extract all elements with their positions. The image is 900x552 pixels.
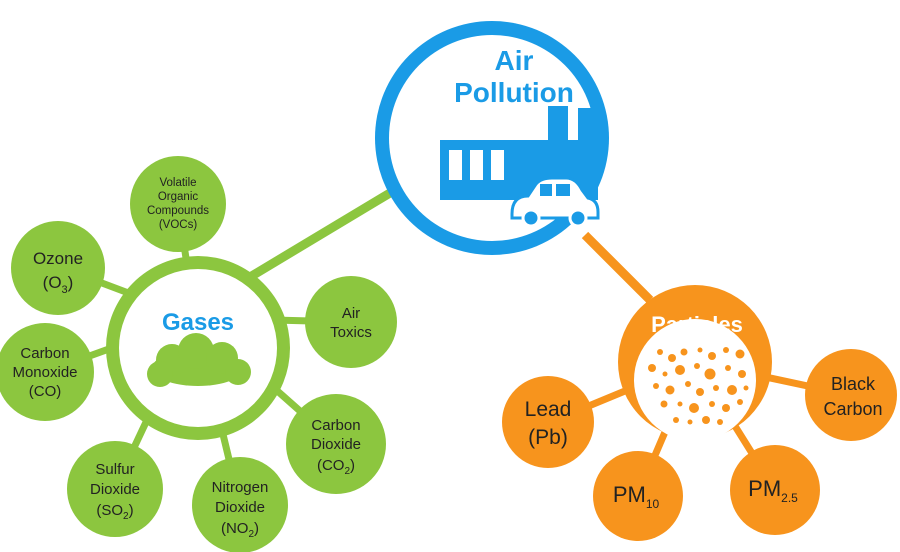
gas-node-ozone: Ozone (O3) [11, 221, 105, 315]
no2-line2: Dioxide [215, 499, 265, 516]
cloud-icon [147, 333, 251, 387]
no2-line1: Nitrogen [212, 479, 269, 496]
particle-node-black-carbon: Black Carbon [805, 349, 897, 441]
co2-line1: Carbon [311, 417, 360, 434]
vocs-line2: Organic [158, 191, 199, 203]
pm25-label: PM2.5 [748, 476, 798, 505]
air-toxics-line2: Toxics [330, 324, 372, 341]
co2-line2: Dioxide [311, 436, 361, 453]
pm10-label: PM10 [613, 482, 660, 511]
no2-formula: (NO2) [221, 520, 259, 540]
connector-hub-gases [242, 186, 398, 284]
co-line2: Monoxide [12, 364, 77, 381]
vocs-line3: Compounds [147, 205, 209, 217]
factory-with-car-icon [440, 106, 600, 228]
gases-hub: Gases [106, 256, 290, 440]
lead-line2: (Pb) [528, 426, 568, 449]
gas-node-nitrogen-dioxide: Nitrogen Dioxide (NO2) [192, 457, 288, 552]
so2-line1: Sulfur [95, 461, 134, 478]
particles-dots-icon [648, 347, 749, 425]
ozone-line1: Ozone [33, 249, 83, 268]
gases-title: Gases [162, 309, 234, 336]
black-carbon-line2: Carbon [823, 399, 882, 419]
co-line3: (CO) [29, 383, 62, 400]
black-carbon-line1: Black [831, 374, 876, 394]
so2-line2: Dioxide [90, 481, 140, 498]
lead-line1: Lead [525, 398, 572, 421]
connector-hub-particles [581, 231, 654, 304]
gas-node-vocs: Volatile Organic Compounds (VOCs) [130, 156, 226, 252]
hub-title-line1: Air [495, 45, 534, 76]
particle-node-lead: Lead (Pb) [502, 376, 594, 468]
particles-hub: Particles [618, 285, 772, 441]
air-pollution-hub: Air Pollution [375, 21, 609, 255]
so2-formula: (SO2) [96, 502, 133, 522]
gas-node-carbon-dioxide: Carbon Dioxide (CO2) [286, 394, 386, 494]
vocs-line4: (VOCs) [159, 219, 198, 231]
hub-title-line2: Pollution [454, 77, 574, 108]
gas-node-air-toxics: Air Toxics [305, 276, 397, 368]
air-toxics-line1: Air [342, 305, 360, 322]
co-line1: Carbon [20, 345, 69, 362]
particles-title: Particles [651, 312, 743, 337]
ozone-formula: (O3) [43, 273, 74, 296]
gas-node-carbon-monoxide: Carbon Monoxide (CO) [0, 323, 94, 421]
particle-node-pm10: PM10 [593, 451, 683, 541]
particle-node-pm25: PM2.5 [730, 445, 820, 535]
gas-node-sulfur-dioxide: Sulfur Dioxide (SO2) [67, 441, 163, 537]
vocs-line1: Volatile [159, 177, 196, 189]
co2-formula: (CO2) [317, 457, 355, 477]
